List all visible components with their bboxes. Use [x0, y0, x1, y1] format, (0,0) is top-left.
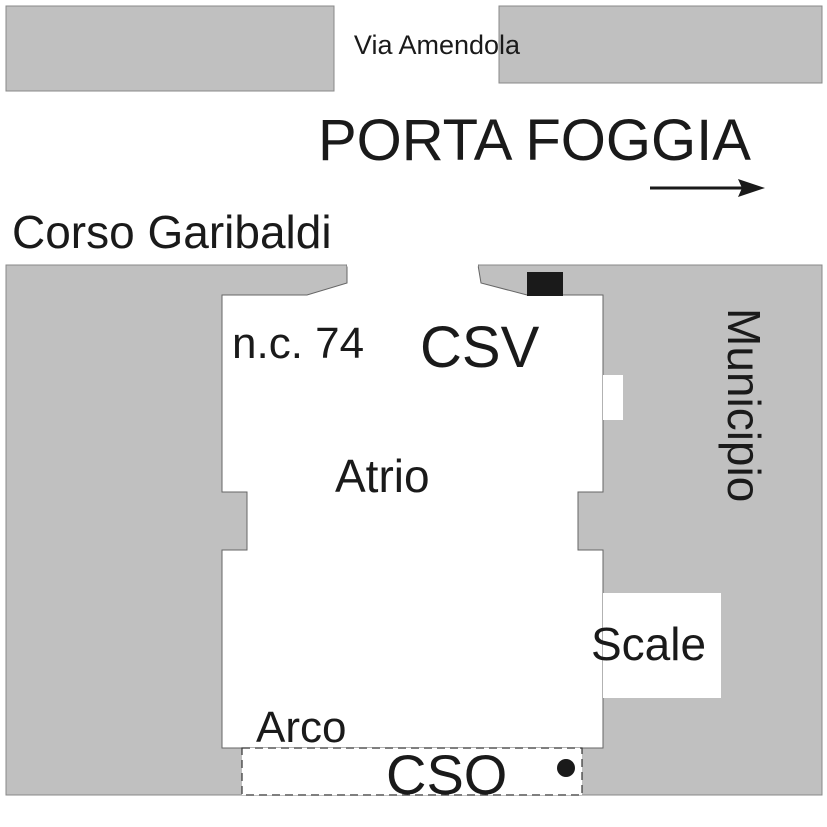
landmark-label: PORTA FOGGIA [318, 108, 751, 173]
street-label-via-amendola: Via Amendola [354, 30, 521, 60]
cso-location-dot-icon [557, 759, 575, 777]
entrance-marker [527, 272, 563, 296]
atrio-label: Atrio [335, 450, 430, 502]
csv-label: CSV [420, 315, 540, 380]
arco-area [241, 747, 583, 796]
block-left-via-amendola [5, 5, 335, 92]
arrow-right-icon [650, 179, 765, 197]
scale-label: Scale [591, 618, 706, 670]
street-label-corso-garibaldi: Corso Garibaldi [12, 206, 332, 258]
municipio-label: Municipio [718, 308, 770, 502]
scale-area [603, 593, 721, 698]
address-label: n.c. 74 [232, 319, 364, 368]
arco-label: Arco [256, 703, 346, 752]
cso-label: CSO [386, 743, 507, 806]
side-opening [603, 375, 623, 420]
block-right-via-amendola [498, 5, 823, 84]
